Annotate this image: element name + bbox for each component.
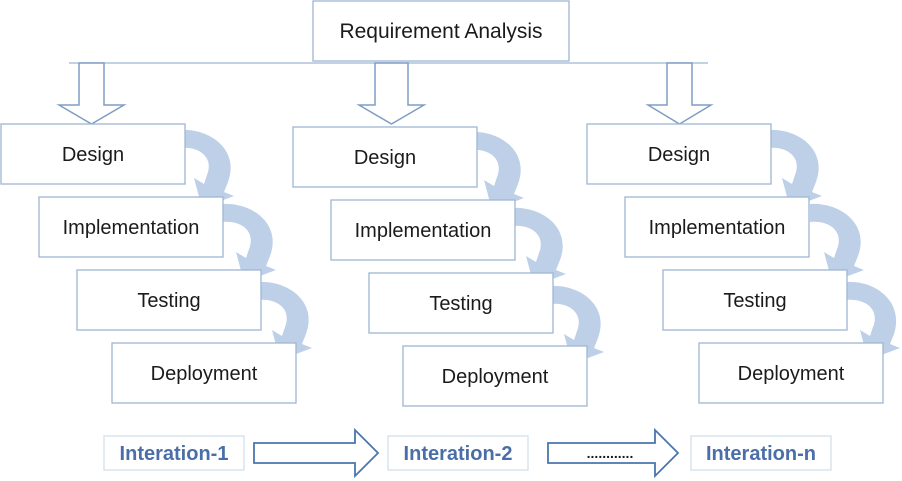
curved-arrow-icon (222, 203, 276, 282)
column-2-flow-arrows (470, 131, 604, 364)
deployment-node: Deployment (111, 342, 297, 404)
testing-node: Testing (662, 269, 848, 331)
deployment-label: Deployment (151, 363, 258, 385)
iteration-row: Interation-1 Interation-2 ............ I… (103, 427, 832, 479)
testing-box (368, 272, 554, 334)
design-box (292, 126, 478, 188)
iteration-2-label: Interation-2 (404, 443, 513, 465)
curved-arrow-icon (550, 285, 604, 364)
design-label: Design (648, 144, 710, 166)
iteration-1-label: Interation-1 (120, 443, 229, 465)
deployment-box (698, 342, 884, 404)
implementation-node: Implementation (38, 196, 224, 258)
down-arrow-icon (356, 62, 427, 125)
right-arrow-icon (547, 427, 680, 479)
design-label: Design (354, 147, 416, 169)
down-arrow-icon (56, 62, 127, 125)
implementation-box (624, 196, 810, 258)
iteration-n-box (690, 435, 832, 471)
iteration-n-column: Design Implementation Testing Deployment (586, 123, 884, 404)
deployment-box (402, 345, 588, 407)
iteration-1-box (103, 435, 245, 471)
testing-box (662, 269, 848, 331)
implementation-node: Implementation (330, 199, 516, 261)
curved-arrow-icon (846, 281, 900, 360)
design-box (586, 123, 772, 185)
column-1-flow-arrows (180, 129, 312, 360)
testing-node: Testing (76, 269, 262, 331)
deployment-box (111, 342, 297, 404)
down-arrow-icon (645, 62, 714, 125)
deployment-node: Deployment (698, 342, 884, 404)
implementation-box (38, 196, 224, 258)
down-arrows (56, 62, 714, 125)
column-3-flow-arrows (768, 129, 900, 360)
design-box (0, 123, 186, 185)
implementation-label: Implementation (63, 217, 200, 239)
curved-arrow-icon (258, 281, 312, 360)
curved-arrow-icon (470, 131, 524, 210)
design-node: Design (0, 123, 186, 185)
curved-arrow-icon (810, 203, 864, 282)
deployment-label: Deployment (738, 363, 845, 385)
implementation-label: Implementation (649, 217, 786, 239)
iteration-1-column: Design Implementation Testing Deployment (0, 123, 297, 404)
testing-node: Testing (368, 272, 554, 334)
curved-arrow-icon (180, 129, 234, 208)
design-node: Design (292, 126, 478, 188)
requirement-analysis-label: Requirement Analysis (339, 20, 542, 43)
testing-label: Testing (723, 290, 786, 312)
design-node: Design (586, 123, 772, 185)
deployment-label: Deployment (442, 366, 549, 388)
requirement-analysis-node: Requirement Analysis (312, 0, 570, 62)
iteration-1-label-node: Interation-1 (103, 435, 245, 471)
ellipsis-label: ............ (587, 445, 634, 461)
requirement-analysis-box (312, 0, 570, 62)
implementation-node: Implementation (624, 196, 810, 258)
iteration-2-column: Design Implementation Testing Deployment (292, 126, 588, 407)
curved-arrow-icon (768, 129, 822, 208)
implementation-label: Implementation (355, 220, 492, 242)
right-arrow-icon (253, 427, 380, 479)
design-label: Design (62, 144, 124, 166)
curved-arrow-icon (512, 207, 566, 286)
deployment-node: Deployment (402, 345, 588, 407)
testing-box (76, 269, 262, 331)
iteration-n-label: Interation-n (706, 443, 816, 465)
testing-label: Testing (429, 293, 492, 315)
iteration-n-label-node: Interation-n (690, 435, 832, 471)
testing-label: Testing (137, 290, 200, 312)
implementation-box (330, 199, 516, 261)
iteration-2-box (387, 435, 529, 471)
iteration-2-label-node: Interation-2 (387, 435, 529, 471)
